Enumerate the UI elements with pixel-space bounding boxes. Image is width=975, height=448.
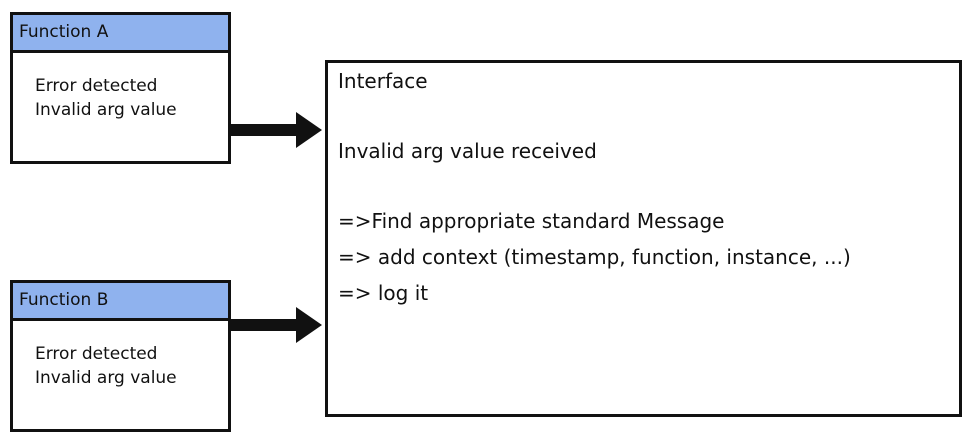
function-a-title: Function A <box>13 15 228 53</box>
function-a-line-invalid: Invalid arg value <box>35 100 177 120</box>
function-a-line-error: Error detected <box>35 76 158 96</box>
interface-step-add-context: => add context (timestamp, function, ins… <box>338 245 851 269</box>
function-a-box: Function A Error detected Invalid arg va… <box>10 12 231 164</box>
interface-received-text: Invalid arg value received <box>338 139 597 163</box>
arrow-b-to-interface-icon <box>230 307 322 343</box>
function-b-line-error: Error detected <box>35 344 158 364</box>
function-b-body: Error detected Invalid arg value <box>13 321 228 390</box>
interface-box: Interface Invalid arg value received =>F… <box>325 60 962 417</box>
function-a-body: Error detected Invalid arg value <box>13 53 228 122</box>
interface-step-find-message: =>Find appropriate standard Message <box>338 209 725 233</box>
interface-step-log-it: => log it <box>338 281 429 305</box>
arrow-a-to-interface-icon <box>230 112 322 148</box>
interface-title: Interface <box>338 69 428 93</box>
function-b-box: Function B Error detected Invalid arg va… <box>10 280 231 432</box>
function-b-title: Function B <box>13 283 228 321</box>
function-b-line-invalid: Invalid arg value <box>35 368 177 388</box>
